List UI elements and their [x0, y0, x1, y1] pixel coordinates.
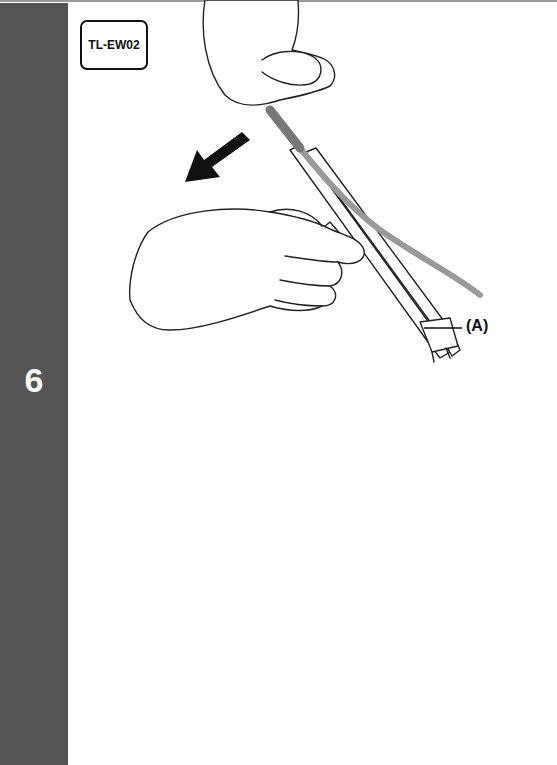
cable-plug: [270, 110, 300, 148]
cable: [285, 130, 480, 295]
tool-number: TL-EW02: [88, 38, 139, 52]
tool-prongs: [432, 348, 450, 362]
lower-fingers: [270, 209, 338, 306]
leader-line: [424, 327, 462, 328]
upper-thumb: [262, 51, 321, 85]
step-number: 6: [25, 361, 44, 400]
part-label: (A): [466, 317, 488, 335]
tool-badge: TL-EW02: [80, 20, 148, 70]
direction-arrow: [185, 132, 250, 182]
upper-hand: [203, 0, 334, 105]
step-sidebar: [0, 3, 68, 765]
lower-hand: [130, 209, 365, 330]
tool-tip: [420, 318, 458, 352]
